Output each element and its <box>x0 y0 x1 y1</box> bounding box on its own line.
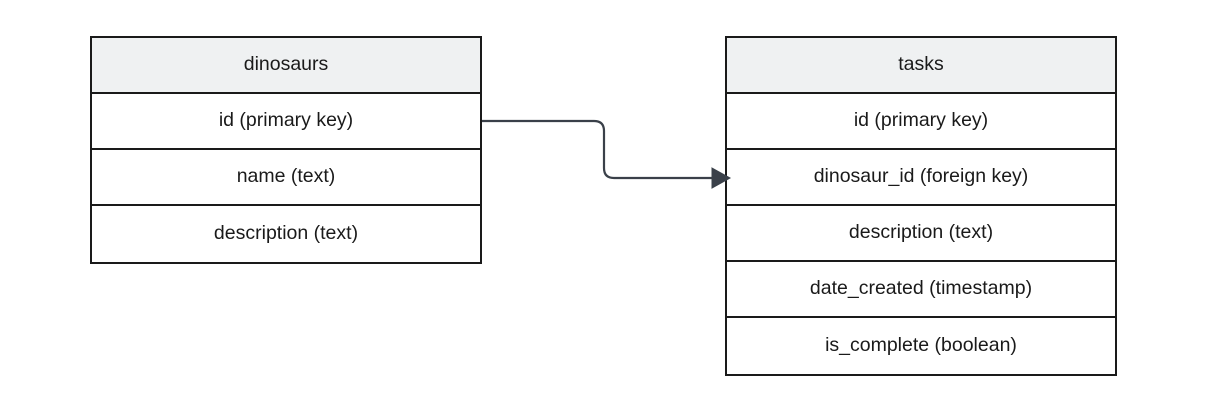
relationship-connector-dinosaurs-tasks <box>482 119 712 180</box>
entity-column-tasks-description: description (text) <box>727 206 1115 262</box>
entity-column-tasks-is-complete: is_complete (boolean) <box>727 318 1115 374</box>
entity-column-dinosaurs-name: name (text) <box>92 150 480 206</box>
entity-column-tasks-date-created: date_created (timestamp) <box>727 262 1115 318</box>
entity-column-dinosaurs-id: id (primary key) <box>92 94 480 150</box>
entity-table-dinosaurs[interactable]: dinosaurs id (primary key) name (text) d… <box>90 36 482 264</box>
entity-title-dinosaurs: dinosaurs <box>92 38 480 94</box>
entity-column-dinosaurs-description: description (text) <box>92 206 480 262</box>
entity-column-tasks-id: id (primary key) <box>727 94 1115 150</box>
entity-table-tasks[interactable]: tasks id (primary key) dinosaur_id (fore… <box>725 36 1117 376</box>
entity-column-tasks-dinosaur-id: dinosaur_id (foreign key) <box>727 150 1115 206</box>
entity-title-tasks: tasks <box>727 38 1115 94</box>
